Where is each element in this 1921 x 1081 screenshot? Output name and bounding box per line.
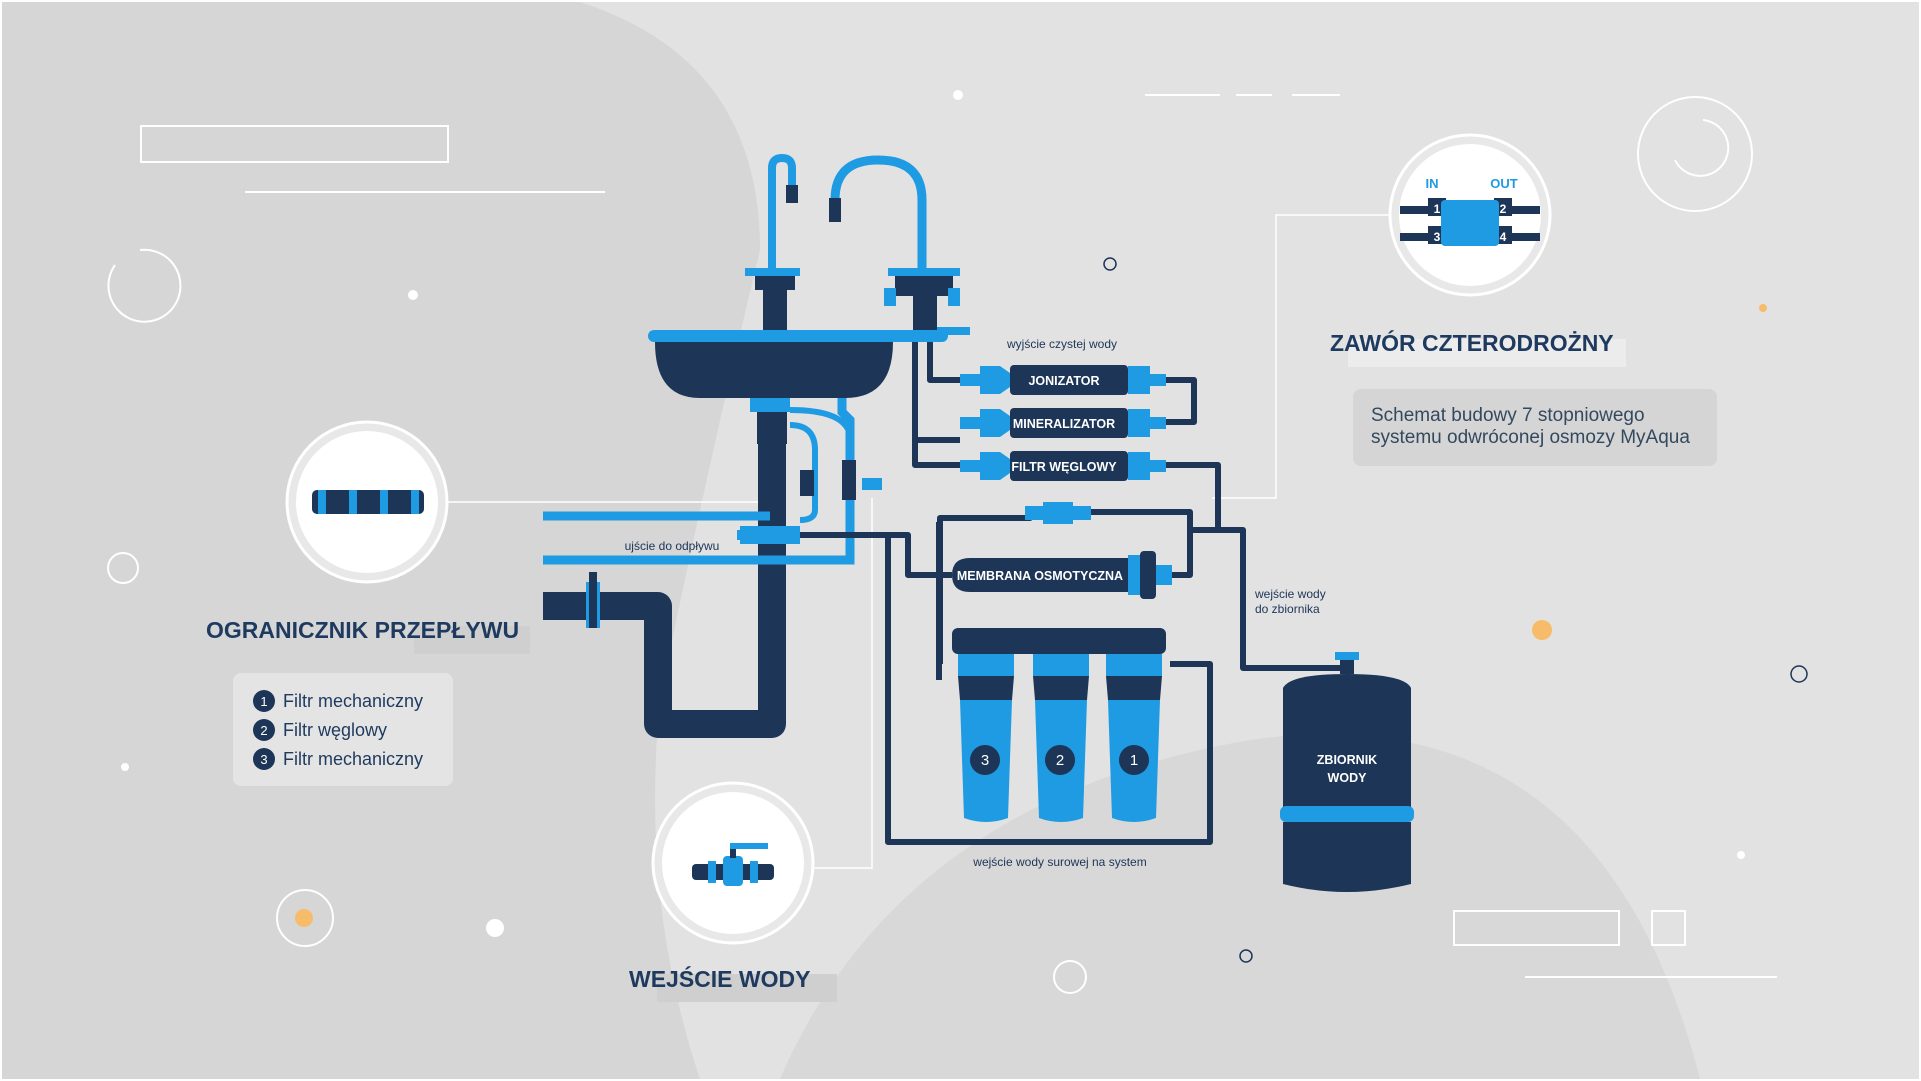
- title-water-inlet: WEJŚCIE WODY: [629, 965, 810, 992]
- cartridge-number: 3: [981, 752, 989, 769]
- legend-number: 2: [260, 723, 267, 738]
- cartridge-number: 1: [1130, 752, 1138, 769]
- legend: 1 Filtr mechaniczny 2 Filtr węglowy 3 Fi…: [233, 673, 453, 786]
- callout-four-way-valve: 1 2 3 4 IN OUT: [1388, 133, 1552, 297]
- label-tank-inlet-2: do zbiornika: [1255, 602, 1320, 616]
- tank-label-2: WODY: [1328, 771, 1368, 785]
- legend-item: Filtr mechaniczny: [283, 691, 423, 711]
- label-raw-water-in: wejście wody surowej na system: [972, 855, 1146, 869]
- label-drain-outlet: ujście do odpływu: [625, 539, 720, 553]
- decorations: [107, 94, 1777, 994]
- legend-item: Filtr węglowy: [283, 720, 387, 740]
- cartridge-3: 3: [958, 654, 1014, 822]
- faucets: [745, 153, 960, 330]
- label-clean-water-out: wyjście czystej wody: [1006, 337, 1117, 351]
- cartridge-number: 2: [1056, 752, 1064, 769]
- valve-port: 1: [1434, 202, 1441, 216]
- membrane: MEMBRANA OSMOTYCZNA: [952, 551, 1172, 599]
- water-tank: ZBIORNIK WODY: [1280, 652, 1414, 892]
- drain-saddle: [740, 526, 800, 544]
- title-underlay: [414, 626, 530, 654]
- sink: [648, 327, 970, 444]
- legend-number: 3: [260, 752, 267, 767]
- valve-port: 2: [1500, 202, 1507, 216]
- inline-flow-restrictor: [1025, 502, 1091, 524]
- four-way-valve-icon: 1 2 3 4 IN OUT: [1400, 176, 1540, 246]
- background-bottom-shape: [780, 734, 1700, 1079]
- filter-label: JONIZATOR: [1028, 374, 1099, 388]
- filter-label: FILTR WĘGLOWY: [1011, 460, 1117, 474]
- title-underlay: [1348, 339, 1626, 367]
- decoration-dots: [121, 90, 1808, 963]
- label-tank-inlet-1: wejście wody: [1254, 587, 1326, 601]
- drain-trap: [789, 407, 882, 523]
- description-box: Schemat budowy 7 stopniowego systemu odw…: [1353, 389, 1717, 466]
- filter-carbon: FILTR WĘGLOWY: [960, 451, 1166, 481]
- valve-in-label: IN: [1426, 176, 1439, 191]
- valve-out-label: OUT: [1490, 176, 1518, 191]
- callout-flow-limiter: [285, 420, 449, 584]
- membrane-label: MEMBRANA OSMOTYCZNA: [957, 569, 1123, 583]
- inlet-lines: [543, 392, 855, 565]
- cartridge-2: 2: [1033, 654, 1089, 822]
- cartridge-1: 1: [1106, 654, 1162, 822]
- title-four-way-valve: ZAWÓR CZTERODROŻNY: [1330, 329, 1614, 356]
- callout-water-inlet: [651, 781, 815, 945]
- title-flow-limiter: OGRANICZNIK PRZEPŁYWU: [206, 617, 519, 643]
- valve-port: 3: [1434, 230, 1441, 244]
- ball-valve-icon: [692, 843, 774, 886]
- filter-label: MINERALIZATOR: [1013, 417, 1115, 431]
- legend-item: Filtr mechaniczny: [283, 749, 423, 769]
- legend-number: 1: [260, 694, 267, 709]
- tank-label-1: ZBIORNIK: [1317, 753, 1377, 767]
- prefilter-housing: [952, 628, 1166, 654]
- valve-port: 4: [1500, 230, 1507, 244]
- filter-jonizator: JONIZATOR: [960, 365, 1166, 395]
- top-filters: JONIZATOR MINERALIZATOR FILTR WĘGLOWY: [960, 365, 1166, 481]
- filter-mineralizator: MINERALIZATOR: [960, 408, 1166, 438]
- description-line-1: Schemat budowy 7 stopniowego: [1371, 405, 1645, 426]
- title-underlay: [657, 974, 837, 1002]
- description-line-2: systemu odwróconej osmozy MyAqua: [1371, 427, 1690, 448]
- flow-limiter-icon: [312, 490, 424, 514]
